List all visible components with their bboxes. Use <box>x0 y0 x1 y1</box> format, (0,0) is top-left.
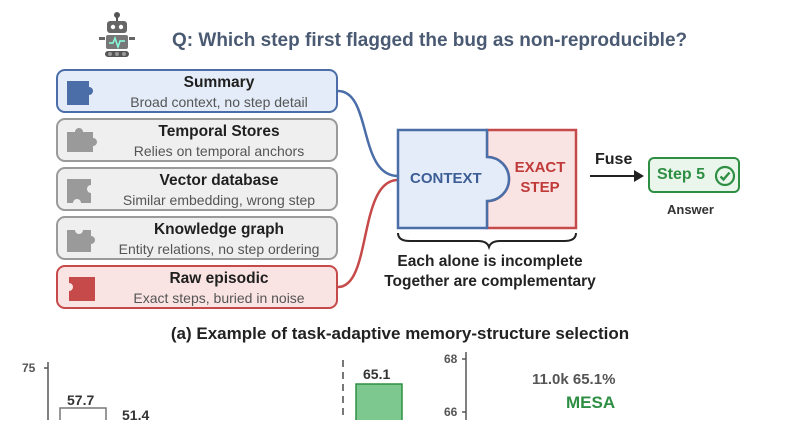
puzzle-piece-icon <box>67 230 95 252</box>
exact-label-line1: EXACT <box>514 159 566 176</box>
fuse-label: Fuse <box>595 151 633 168</box>
card-subtitle: Broad context, no step detail <box>130 94 308 110</box>
context-label: CONTEXT <box>410 170 482 187</box>
robot-icon <box>99 12 135 57</box>
card-subtitle: Similar embedding, wrong step <box>122 192 316 208</box>
figure-caption: (a) Example of task-adaptive memory-stru… <box>170 324 630 343</box>
memory-card-temporal-stores: Temporal Stores Relies on temporal ancho… <box>56 118 338 162</box>
chart1-bar-label-2: 51.4 <box>122 407 150 423</box>
puzzle-piece-icon <box>67 179 91 203</box>
summary-connector <box>337 89 399 178</box>
memory-card-raw-episodic: Raw episodic Exact steps, buried in nois… <box>56 265 338 309</box>
card-title: Summary <box>183 74 255 91</box>
chart1-bar <box>59 407 107 420</box>
mesa-label: MESA <box>566 393 616 412</box>
complementarity-note: Each alone is incomplete Together are co… <box>372 252 608 292</box>
arrow-head-icon <box>634 170 644 182</box>
card-title: Knowledge graph <box>153 221 285 238</box>
note-line2: Together are complementary <box>384 273 596 290</box>
question-text: Q: Which step first flagged the bug as n… <box>172 30 688 51</box>
card-title: Raw episodic <box>169 270 269 287</box>
chart1-bar-label-1: 57.7 <box>67 392 95 408</box>
answer-value: Step 5 <box>657 166 706 183</box>
exact-step-label: EXACT STEP <box>512 158 568 198</box>
curly-bracket <box>397 232 577 251</box>
memory-card-vector-database: Vector database Similar embedding, wrong… <box>56 167 338 211</box>
answer-box: Step 5 <box>648 157 740 193</box>
puzzle-piece-icon <box>67 81 93 105</box>
exact-label-line2: STEP <box>520 179 560 196</box>
episodic-connector <box>337 178 399 289</box>
mesa-stats: 11.0k 65.1% <box>532 371 616 388</box>
card-subtitle: Relies on temporal anchors <box>133 143 305 159</box>
chart3-y-tick-label-68: 68 <box>444 352 458 366</box>
chart1-y-tick-label: 75 <box>22 361 36 375</box>
card-subtitle: Entity relations, no step ordering <box>118 241 320 257</box>
note-line1: Each alone is incomplete <box>397 253 583 270</box>
memory-card-knowledge-graph: Knowledge graph Entity relations, no ste… <box>56 216 338 260</box>
context-piece <box>396 128 511 230</box>
chart3-y-tick-label-66: 66 <box>444 405 458 419</box>
card-title: Vector database <box>159 172 279 189</box>
memory-card-summary: Summary Broad context, no step detail <box>56 69 338 113</box>
chart2-bar <box>355 383 403 420</box>
answer-label: Answer <box>667 202 714 217</box>
check-circle-icon <box>714 165 736 187</box>
card-title: Temporal Stores <box>158 123 280 140</box>
card-subtitle: Exact steps, buried in noise <box>133 290 305 306</box>
puzzle-piece-icon <box>67 128 97 152</box>
chart2-bar-label: 65.1 <box>363 366 391 382</box>
puzzle-piece-icon <box>69 277 95 301</box>
